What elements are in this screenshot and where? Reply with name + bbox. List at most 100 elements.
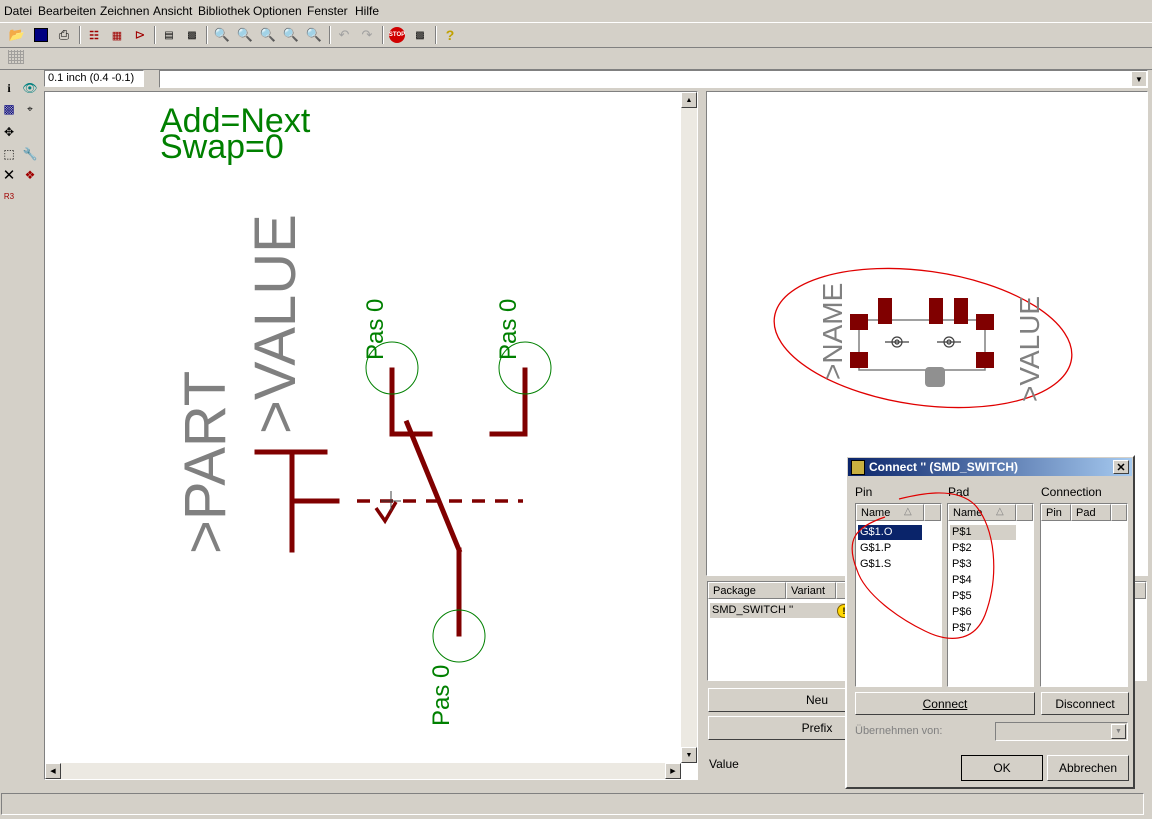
close-icon[interactable]: ✕	[1113, 460, 1129, 474]
package-column-header[interactable]: Package	[708, 582, 786, 599]
connect-dialog: Connect '' (SMD_SWITCH) ✕ Pin Pad Connec…	[845, 455, 1135, 789]
disconnect-button-label: Disconnect	[1055, 696, 1115, 711]
coordinate-text: 0.1 inch (0.4 -0.1)	[48, 72, 135, 84]
menu-ansicht[interactable]: Ansicht	[153, 4, 193, 18]
pin-item[interactable]: G$1.O	[858, 525, 922, 540]
change-icon[interactable]: 🔧	[22, 147, 38, 161]
pad-sort-arrow-icon: △	[996, 506, 1004, 517]
pin-empty-header	[924, 504, 941, 521]
zoom-fit-icon[interactable]: 🔍	[213, 27, 231, 42]
menu-fenster[interactable]: Fenster	[307, 4, 348, 18]
pad-empty-header	[1016, 504, 1033, 521]
display-layers-icon[interactable]: ▩	[3, 102, 15, 116]
undo-icon[interactable]: ↶	[338, 27, 350, 42]
swap-text: Swap=0	[160, 128, 284, 166]
main-toolbar: 📂 ⎙ ☷ ▦ ⊳ ▤ ▩ 🔍 🔍 🔍 🔍 🔍 ↶ ↷ STOP ▩ ?	[0, 22, 1152, 48]
symbol-icon[interactable]: ⊳	[134, 27, 146, 42]
pin-item[interactable]: G$1.P	[860, 542, 892, 554]
connect-button[interactable]: Connect	[855, 692, 1035, 715]
ulp-icon[interactable]: ▩	[187, 29, 197, 41]
script-icon[interactable]: ▤	[164, 29, 174, 41]
menu-bearbeiten[interactable]: Bearbeiten	[38, 4, 97, 18]
open-icon[interactable]: 📂	[8, 27, 26, 42]
ok-button[interactable]: OK	[961, 755, 1043, 781]
pad-item[interactable]: P$7	[952, 622, 972, 634]
connection-list[interactable]: Pin Pad	[1040, 503, 1128, 687]
dialog-title-bar[interactable]: Connect '' (SMD_SWITCH) ✕	[848, 458, 1132, 476]
name-icon[interactable]: R3	[3, 191, 15, 201]
canvas-vertical-scrollbar[interactable]: ▲ ▼	[681, 92, 697, 763]
menu-optionen[interactable]: Optionen	[253, 4, 302, 18]
redraw-icon[interactable]: 🔍	[282, 27, 300, 42]
pad-item[interactable]: P$3	[952, 558, 972, 570]
menu-hilfe[interactable]: Hilfe	[355, 4, 380, 18]
pin-circles	[365, 341, 552, 663]
pad-list[interactable]: Name △ P$1 P$2 P$3 P$4 P$5 P$6 P$7	[947, 503, 1034, 687]
delete-icon[interactable]: ✕	[2, 167, 16, 184]
take-from-dropdown-arrow[interactable]: ▼	[1111, 724, 1126, 739]
zoom-select-icon[interactable]: 🔍	[305, 27, 323, 42]
connect-button-label: Connect	[922, 696, 968, 711]
add-next-text: Add=Next	[160, 102, 311, 140]
move-icon[interactable]: ✥	[3, 125, 15, 139]
pad-item[interactable]: P$2	[952, 542, 972, 554]
print-icon[interactable]: ⎙	[58, 27, 70, 42]
menu-zeichnen[interactable]: Zeichnen	[100, 4, 150, 18]
canvas-horizontal-scrollbar[interactable]: ◀ ▶	[45, 763, 681, 779]
take-from-select[interactable]: ▼	[995, 722, 1128, 741]
menu-datei[interactable]: Datei	[4, 4, 33, 18]
pad-item[interactable]: P$6	[952, 606, 972, 618]
pin-label-1: Pas 0	[362, 299, 389, 360]
pin-sort-arrow-icon: △	[904, 506, 912, 517]
zoom-out-icon[interactable]: 🔍	[259, 27, 277, 42]
help-icon[interactable]: ?	[445, 27, 455, 43]
connection-group-label: Connection	[1041, 485, 1102, 499]
symbol-wires	[254, 367, 528, 637]
save-icon[interactable]	[30, 25, 52, 45]
disconnect-button[interactable]: Disconnect	[1041, 692, 1129, 715]
schematic-icon[interactable]: ☷	[89, 29, 99, 42]
command-dropdown-arrow[interactable]: ▼	[1132, 72, 1146, 86]
show-icon[interactable]: 👁	[22, 81, 38, 95]
stop-icon[interactable]: STOP	[386, 25, 408, 45]
pin-name-header[interactable]: Name	[856, 504, 924, 521]
pin-item[interactable]: G$1.S	[860, 558, 892, 570]
pad-item[interactable]: P$1	[950, 525, 1016, 540]
command-input[interactable]: ▼	[159, 70, 1148, 88]
go-icon[interactable]: ▩	[415, 29, 425, 41]
pad-item[interactable]: P$4	[952, 574, 972, 586]
redo-icon[interactable]: ↷	[361, 27, 373, 42]
cursor-crosshair	[381, 491, 401, 511]
coordinate-display: 0.1 inch (0.4 -0.1)	[44, 70, 144, 87]
board-icon[interactable]: ▦	[111, 29, 123, 42]
connection-pin-header[interactable]: Pin	[1041, 504, 1071, 521]
cancel-button[interactable]: Abbrechen	[1047, 755, 1129, 781]
schematic-canvas[interactable]: Add=Next Swap=0 >PART >VALUE Pas 0 Pas 0…	[44, 91, 698, 780]
take-from-label: Übernehmen von:	[855, 725, 943, 737]
pad-name-header[interactable]: Name	[948, 504, 1016, 521]
package-value-label: >VALUE	[1014, 296, 1045, 402]
variant-column-header[interactable]: Variant	[786, 582, 836, 599]
zoom-in-icon[interactable]: 🔍	[236, 27, 254, 42]
mark-icon[interactable]: ⌖	[27, 103, 33, 115]
add-icon[interactable]: ❖	[24, 168, 36, 182]
group-icon[interactable]: ⬚	[3, 147, 15, 161]
package-pads	[850, 298, 994, 368]
pad-item[interactable]: P$5	[952, 590, 972, 602]
value-label: Value	[709, 757, 739, 771]
package-row[interactable]: SMD_SWITCH ''	[710, 603, 846, 618]
menu-bibliothek[interactable]: Bibliothek	[198, 4, 251, 18]
scroll-right-arrow[interactable]: ▶	[665, 763, 681, 779]
pin-list[interactable]: Name △ G$1.O G$1.P G$1.S	[855, 503, 942, 687]
info-icon[interactable]: i	[7, 80, 11, 95]
connection-pad-header[interactable]: Pad	[1071, 504, 1111, 521]
package-name-label: >NAME	[817, 283, 848, 380]
schematic-drawing: Add=Next Swap=0 >PART >VALUE Pas 0 Pas 0…	[160, 102, 552, 726]
scroll-up-arrow[interactable]: ▲	[681, 92, 697, 108]
scroll-left-arrow[interactable]: ◀	[45, 763, 61, 779]
pin-group-label: Pin	[855, 485, 873, 499]
grid-icon[interactable]	[8, 50, 24, 64]
actuator-shape	[925, 367, 945, 387]
value-placeholder-text: >VALUE	[243, 214, 308, 434]
scroll-down-arrow[interactable]: ▼	[681, 747, 697, 763]
